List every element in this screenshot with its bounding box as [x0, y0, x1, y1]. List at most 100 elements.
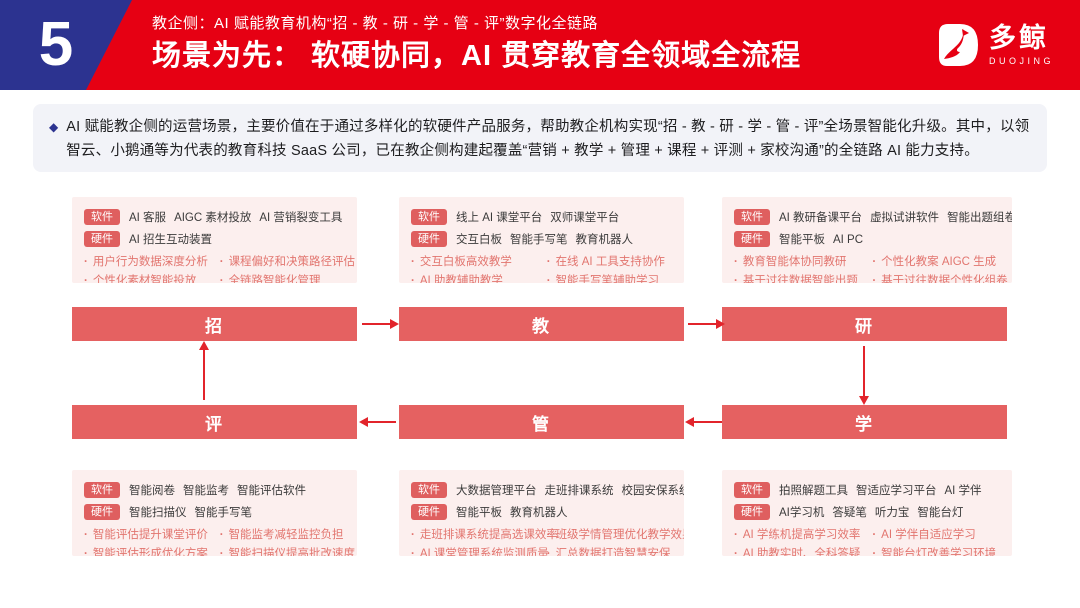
software-item: 双师课堂平台	[550, 212, 620, 224]
hardware-item: 智能平板	[779, 234, 825, 246]
software-item: 虚拟试讲软件	[870, 212, 940, 224]
hardware-items: 智能扫描仪智能手写笔	[129, 503, 260, 521]
software-item: 智适应学习平台	[856, 485, 937, 497]
bullet-list: 用户行为数据深度分析课程偏好和决策路径评估个性化素材智能投放全链路智能化管理	[84, 254, 355, 283]
software-item: 智能阅卷	[129, 485, 175, 497]
logo-subtitle: DUOJING	[989, 56, 1054, 66]
bullet-item: 智能评估提升课堂评价	[84, 527, 220, 543]
arrow-zhao-to-jiao	[362, 319, 399, 329]
software-items: 智能阅卷智能监考智能评估软件	[129, 481, 314, 499]
software-item: 走班排课系统	[544, 485, 614, 497]
header-text: 教企侧：AI 赋能教育机构“招 - 教 - 研 - 学 - 管 - 评”数字化全…	[152, 13, 801, 76]
page-title: 场景为先： 软硬协同，AI 贯穿教育全领域全流程	[152, 40, 802, 72]
bullet-item: 个性化教案 AIGC 生成	[872, 254, 1000, 270]
flow-box-zhao: 招	[72, 307, 357, 341]
bullet-item: 个性化素材智能投放	[84, 273, 220, 283]
hardware-item: AI PC	[833, 234, 864, 246]
hardware-item: AI 招生互动装置	[129, 234, 213, 246]
hardware-tag: 硬件	[411, 504, 447, 520]
bullet-item: AI 学伴自适应学习	[872, 527, 1000, 543]
flow-box-jiao: 教	[399, 307, 684, 341]
software-tag: 软件	[84, 482, 120, 498]
hardware-item: 听力宝	[874, 507, 910, 519]
duojing-logo: 多鲸 DUOJING	[933, 21, 1054, 69]
bullet-item: AI 学练机提高学习效率	[734, 527, 872, 543]
arrow-xue-to-guan	[685, 417, 722, 427]
hardware-row: 硬件 智能平板教育机器人	[411, 501, 672, 523]
hardware-item: 交互白板	[456, 234, 502, 246]
software-tag: 软件	[734, 209, 770, 225]
hardware-row: 硬件 交互白板智能手写笔教育机器人	[411, 228, 672, 250]
software-item: AI 教研备课平台	[779, 212, 863, 224]
bullet-list: 教育智能体协同教研个性化教案 AIGC 生成基于过往数据智能出题基于过往数据个性…	[734, 254, 1008, 283]
bullet-list: 走班排课系统提高选课效率班级学情管理优化教学效果 AI 课堂管理系统监测质量汇总数…	[411, 527, 684, 556]
software-items: 线上 AI 课堂平台双师课堂平台	[456, 208, 627, 226]
bullet-item: AI 助教辅助教学	[411, 273, 547, 283]
hardware-item: 教育机器人	[575, 234, 634, 246]
diamond-bullet-icon: ◆	[49, 120, 59, 134]
bullet-item: 在线 AI 工具支持协作	[547, 254, 672, 270]
arrow-yan-to-xue	[859, 346, 869, 405]
software-row: 软件 AI 客服 AIGC 素材投放 AI 营销裂变工具	[84, 206, 345, 228]
software-item: 大数据管理平台	[456, 485, 537, 497]
page-number: 5	[38, 10, 74, 79]
software-item: AI 营销裂变工具	[259, 212, 343, 224]
intro-text: AI 赋能教企侧的运营场景，主要价值在于通过多样化的软硬件产品服务，帮助教企机构…	[66, 119, 1030, 159]
software-item: AI 客服	[129, 212, 167, 224]
bullet-item: 班级学情管理优化教学效果	[547, 527, 684, 543]
header-kicker: 教企侧：AI 赋能教育机构“招 - 教 - 研 - 学 - 管 - 评”数字化全…	[152, 15, 598, 32]
bullet-item: 用户行为数据深度分析	[84, 254, 220, 270]
software-item: AI 学伴	[944, 485, 982, 497]
bullet-list: 交互白板高效教学在线 AI 工具支持协作AI 助教辅助教学智能手写笔辅助学习	[411, 254, 672, 283]
flow-box-guan: 管	[399, 405, 684, 439]
bullet-item: 智能评估形成优化方案	[84, 546, 220, 556]
bullet-item: 全链路智能化管理	[220, 273, 345, 283]
logo-text: 多鲸 DUOJING	[989, 23, 1054, 67]
software-row: 软件 智能阅卷智能监考智能评估软件	[84, 479, 345, 501]
hardware-items: 智能平板教育机器人	[456, 503, 576, 521]
bullet-item: 智能手写笔辅助学习	[547, 273, 672, 283]
bullet-item: 基于过往数据个性化组卷	[872, 273, 1008, 283]
software-item: 拍照解题工具	[779, 485, 848, 497]
bullet-list: 智能评估提升课堂评价智能监考减轻监控负担智能评估形成优化方案智能扫描仪提高批改速…	[84, 527, 355, 556]
hardware-item: 教育机器人	[510, 507, 568, 519]
hardware-item: 智能手写笔	[194, 507, 253, 519]
flow-box-xue: 学	[722, 405, 1007, 439]
hardware-tag: 硬件	[84, 504, 120, 520]
bullet-item: 走班排课系统提高选课效率	[411, 527, 558, 543]
software-items: 拍照解题工具智适应学习平台 AI 学伴	[779, 481, 990, 499]
bullet-item: 基于过往数据智能出题	[734, 273, 872, 283]
software-item: AIGC 素材投放	[174, 212, 252, 224]
software-items: 大数据管理平台走班排课系统校园安保系统	[456, 481, 684, 499]
software-tag: 软件	[411, 482, 447, 498]
arrow-jiao-to-yan	[688, 319, 725, 329]
software-row: 软件 线上 AI 课堂平台双师课堂平台	[411, 206, 672, 228]
bullet-list: AI 学练机提高学习效率AI 学伴自适应学习AI 助教实时、全科答疑智能台灯改善…	[734, 527, 1000, 556]
hardware-item: 智能台灯	[917, 507, 964, 519]
software-item: 智能出题组卷工具	[947, 212, 1012, 224]
whale-logo-icon	[939, 24, 978, 66]
intro-box: ◆ AI 赋能教企侧的运营场景，主要价值在于通过多样化的软硬件产品服务，帮助教企…	[33, 104, 1047, 172]
arrow-guan-to-ping	[359, 417, 396, 427]
flow-box-yan: 研	[722, 307, 1007, 341]
bullet-item: 交互白板高效教学	[411, 254, 547, 270]
software-tag: 软件	[84, 209, 120, 225]
software-items: AI 客服 AIGC 素材投放 AI 营销裂变工具	[129, 208, 350, 226]
hardware-tag: 硬件	[734, 231, 770, 247]
software-item: 智能监考	[183, 485, 229, 497]
bullet-item: AI 助教实时、全科答疑	[734, 546, 872, 556]
software-row: 软件 拍照解题工具智适应学习平台 AI 学伴	[734, 479, 1000, 501]
software-tag: 软件	[734, 482, 770, 498]
software-items: AI 教研备课平台虚拟试讲软件智能出题组卷工具	[779, 208, 1012, 226]
hardware-items: 交互白板智能手写笔教育机器人	[456, 230, 641, 248]
bullet-item: AI 课堂管理系统监测质量	[411, 546, 549, 556]
logo-name: 多鲸	[989, 23, 1049, 53]
bullet-item: 汇总数据打造智慧安保	[547, 546, 672, 556]
